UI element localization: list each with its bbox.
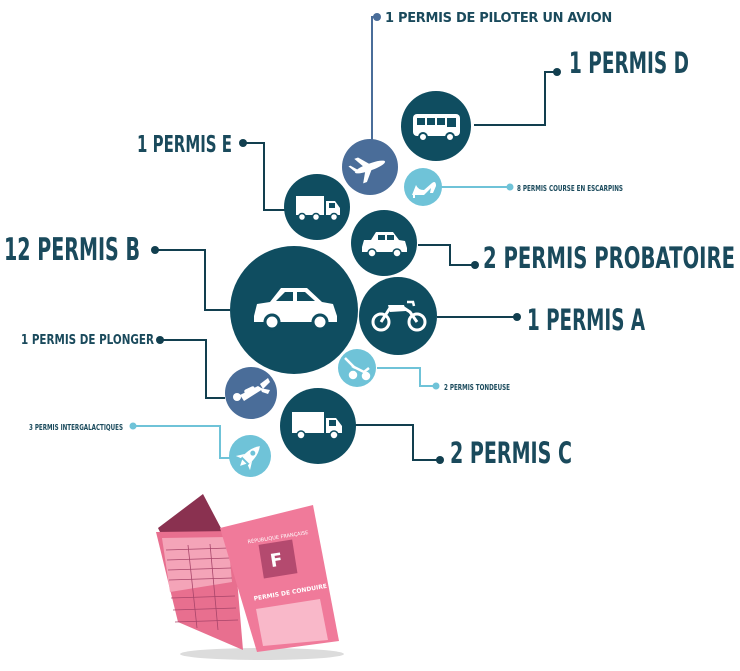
- connector-intergalactiques: [133, 425, 230, 459]
- label-escarpins: 8 PERMIS COURSE EN ESCARPINS: [517, 184, 623, 193]
- dot-tondeuse: [432, 382, 440, 390]
- connector-plonger: [160, 339, 225, 399]
- label-e: 1 PERMIS E: [137, 132, 232, 158]
- dot-c: [436, 456, 444, 464]
- label-b: 12 PERMIS B: [4, 232, 140, 268]
- connector-b: [155, 249, 230, 311]
- dot-escarpins: [506, 183, 514, 191]
- car-icon: [254, 288, 337, 331]
- lawn-mower-icon: [344, 357, 371, 381]
- dot-d: [553, 68, 561, 76]
- label-a: 1 PERMIS A: [527, 303, 645, 337]
- booklet-letter: F: [269, 549, 284, 572]
- rocket-icon: [235, 446, 260, 471]
- dot-intergalactiques: [129, 422, 137, 430]
- dot-probatoire: [471, 261, 479, 269]
- license-booklet-illustration: F RÉPUBLIQUE FRANÇAISE PERMIS DE CONDUIR…: [156, 494, 344, 660]
- connector-e: [243, 142, 285, 211]
- high-heel-icon: [412, 182, 436, 198]
- connector-tondeuse: [377, 367, 436, 387]
- label-tondeuse: 2 PERMIS TONDEUSE: [444, 383, 510, 392]
- label-probatoire: 2 PERMIS PROBATOIRE: [483, 241, 735, 275]
- motorcycle-icon: [371, 300, 427, 332]
- small-car-icon: [362, 232, 407, 258]
- connector-d: [474, 71, 557, 126]
- connector-probatoire: [418, 244, 475, 266]
- airplane-icon: [348, 157, 386, 184]
- label-avion: 1 PERMIS DE PILOTER UN AVION: [385, 11, 612, 26]
- bus-icon: [413, 114, 460, 142]
- connector-avion: [371, 16, 377, 140]
- truck-trailer-icon: [296, 196, 340, 222]
- label-plonger: 1 PERMIS DE PLONGER: [21, 333, 154, 348]
- label-d: 1 PERMIS D: [569, 46, 689, 80]
- label-c: 2 PERMIS C: [450, 436, 572, 470]
- connector-dots: [129, 13, 561, 464]
- dot-avion: [373, 13, 381, 21]
- dot-e: [239, 139, 247, 147]
- dot-b: [151, 246, 159, 254]
- bubble-a: [359, 277, 437, 355]
- dot-a: [513, 313, 521, 321]
- diver-icon: [233, 378, 270, 401]
- truck-icon: [292, 412, 342, 440]
- connector-lines: [133, 16, 557, 461]
- label-intergalactiques: 3 PERMIS INTERGALACTIQUES: [29, 423, 123, 432]
- bubble-escarpins: [404, 168, 442, 206]
- connector-c: [355, 424, 440, 461]
- bubbles: [225, 91, 471, 477]
- dot-plonger: [156, 336, 164, 344]
- labels: 1 PERMIS DE PILOTER UN AVION 1 PERMIS D …: [4, 11, 735, 470]
